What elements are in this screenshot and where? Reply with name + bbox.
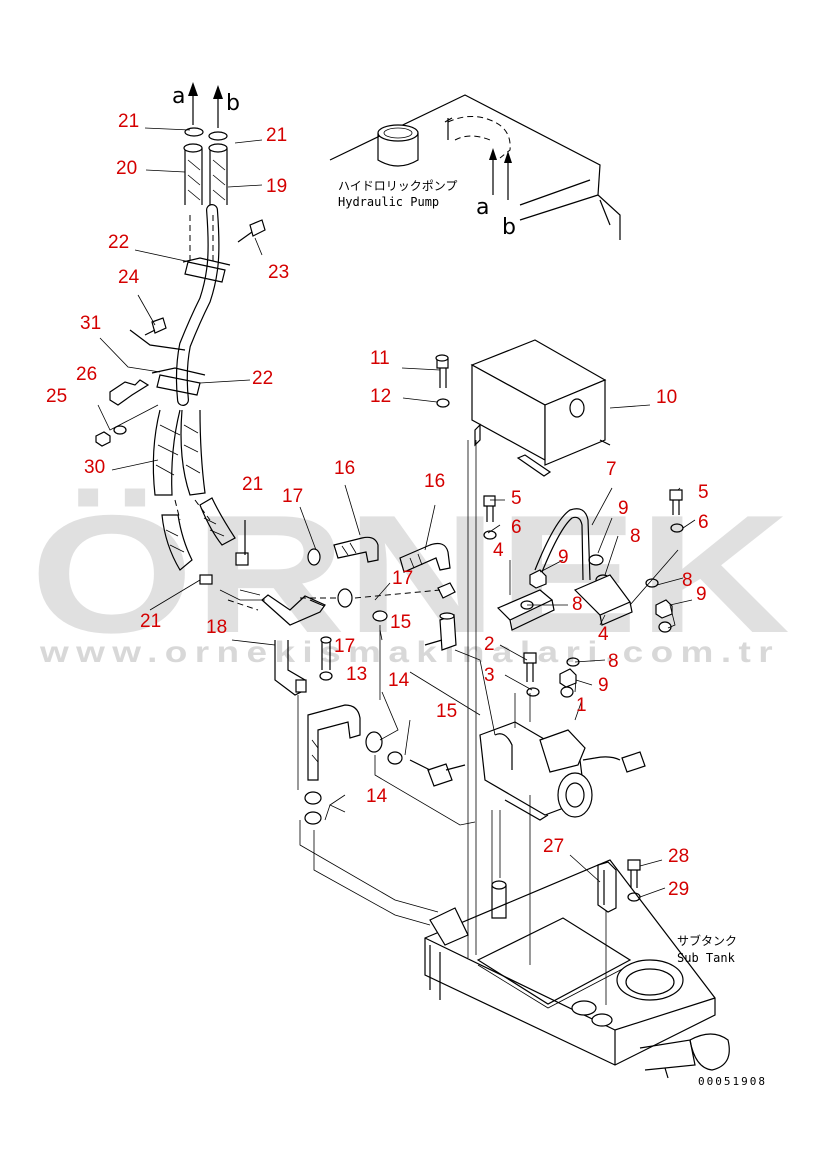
callout-17: 17: [334, 636, 355, 657]
callout-9: 9: [598, 675, 609, 696]
callout-31: 31: [80, 313, 101, 334]
sub-tank-label-jp: サブタンク: [677, 933, 737, 948]
bolt-28: [627, 859, 641, 888]
callout-24: 24: [118, 267, 140, 288]
bracket-27: [597, 861, 617, 913]
cover-box-10: [470, 339, 611, 477]
pump-arrow-b-label: b: [502, 215, 516, 240]
bolt-11: [435, 354, 449, 388]
electric-motor-1: [479, 721, 646, 821]
hydraulic-pump-label-jp: ハイドロリックポンプ: [338, 179, 457, 193]
callout-21: 21: [266, 125, 287, 146]
hose-16: [333, 536, 451, 573]
hydraulic-pump-outline: [329, 94, 621, 240]
callout-17: 17: [392, 568, 413, 589]
top-arrow-b-label: b: [226, 91, 240, 116]
callout-27: 27: [543, 836, 564, 857]
callout-21: 21: [242, 474, 263, 495]
watermark-url: www.ornekismakinalari.com.tr: [39, 636, 780, 669]
callout-7: 7: [606, 459, 617, 480]
callout-17: 17: [282, 486, 303, 507]
callout-23: 23: [268, 262, 289, 283]
top-arrow-a-label: a: [172, 84, 185, 109]
callout-9: 9: [558, 547, 569, 568]
callout-10: 10: [656, 387, 677, 408]
callout-21: 21: [140, 611, 161, 632]
callout-14: 14: [366, 786, 388, 807]
hose-7: [534, 508, 591, 581]
callout-8: 8: [682, 570, 693, 591]
callout-18: 18: [206, 617, 227, 638]
callout-12: 12: [370, 386, 391, 407]
callout-20: 20: [116, 158, 137, 179]
clamp-21-lower: [199, 520, 249, 585]
callout-22: 22: [108, 232, 129, 253]
callout-3: 3: [484, 665, 495, 686]
callout-16: 16: [334, 458, 355, 479]
callout-26: 26: [76, 364, 97, 385]
callout-1: 1: [576, 695, 587, 716]
watermark: ÖRNEK www.ornekismakinalari.com.tr: [30, 480, 790, 669]
callout-5: 5: [698, 482, 709, 503]
bracket-4-right: [573, 574, 633, 626]
callout-8: 8: [630, 526, 641, 547]
callout-4: 4: [493, 540, 504, 561]
drawing-code: 00051908: [698, 1075, 767, 1088]
callout-8: 8: [572, 594, 583, 615]
callout-9: 9: [618, 498, 629, 519]
clamp-17: [307, 548, 456, 622]
bolt-23: [237, 219, 266, 243]
hose-13: [307, 704, 361, 781]
callout-4: 4: [598, 624, 609, 645]
pump-arrow-a-label: a: [476, 195, 489, 220]
sub-tank: [424, 859, 730, 1079]
washer-6-left: [483, 530, 497, 540]
callout-9: 9: [696, 584, 707, 605]
bolt-near-18: [319, 636, 333, 681]
callout-29: 29: [668, 879, 689, 900]
callout-19: 19: [266, 176, 287, 197]
callout-28: 28: [668, 846, 689, 867]
nut-25: [95, 431, 111, 447]
callout-6: 6: [698, 512, 709, 533]
clamps-14: [304, 731, 403, 825]
hydraulic-pump-label-en: Hydraulic Pump: [338, 195, 439, 209]
callout-25: 25: [46, 386, 67, 407]
callout-21: 21: [118, 111, 139, 132]
callout-13: 13: [346, 664, 367, 685]
callout-16: 16: [424, 471, 445, 492]
callout-14: 14: [388, 670, 410, 691]
callout-5: 5: [511, 488, 522, 509]
bolt-24: [144, 317, 167, 336]
leader-lines: [97, 127, 696, 898]
routing-lines: [189, 215, 607, 1005]
callout-15: 15: [390, 612, 411, 633]
top-arrows: [188, 82, 223, 128]
watermark-brand: ÖRNEK: [30, 480, 790, 668]
callout-8: 8: [608, 651, 619, 672]
bracket-18: [261, 594, 326, 696]
callout-30: 30: [84, 457, 105, 478]
washer-12: [436, 398, 450, 408]
callout-22: 22: [252, 368, 273, 389]
washer-3: [526, 687, 540, 697]
callout-numbers: 21 21 20 19 22 23 24 31 22 26 25 30 21 1…: [46, 111, 709, 900]
bracket-31: [109, 329, 186, 406]
washer-26: [113, 425, 127, 435]
callout-15: 15: [436, 701, 457, 722]
bolt-5-left: [483, 495, 496, 522]
bolt-5-right: [669, 489, 683, 515]
sub-tank-label-en: Sub Tank: [677, 951, 736, 965]
fitting-15: [409, 612, 466, 787]
callout-6: 6: [511, 517, 522, 538]
callout-2: 2: [484, 634, 495, 655]
callout-11: 11: [370, 348, 390, 369]
bolt-2: [523, 652, 537, 682]
